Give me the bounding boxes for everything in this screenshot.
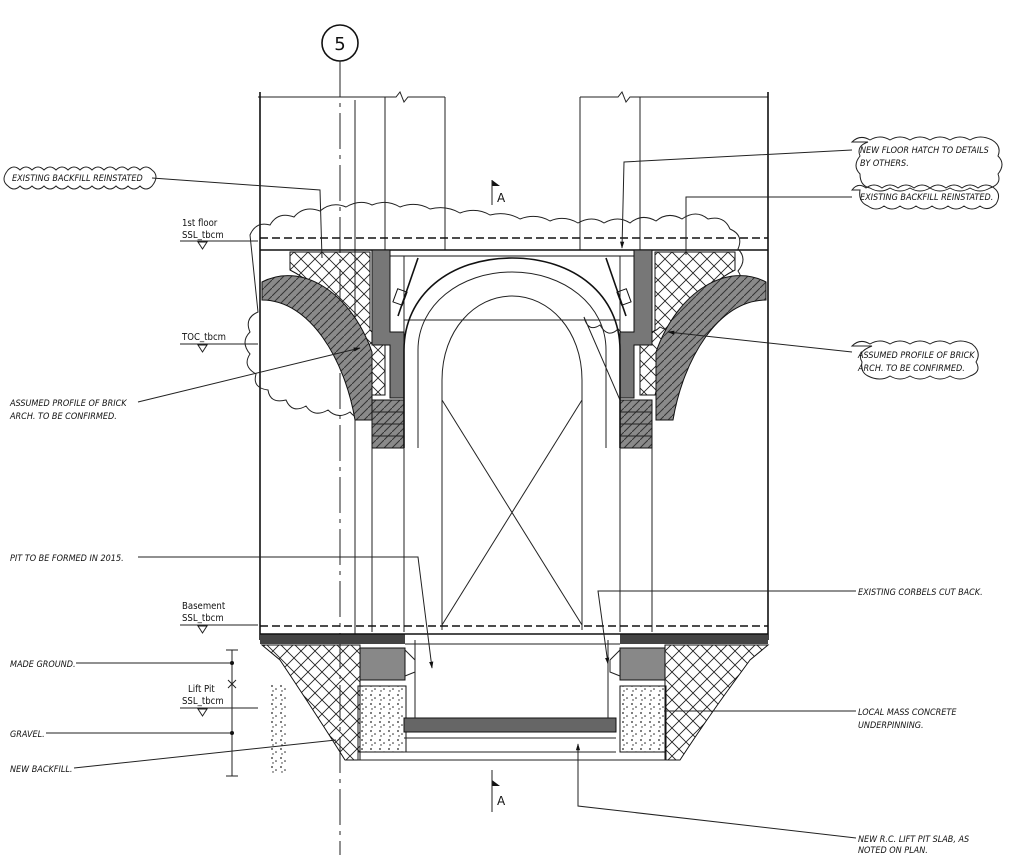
svg-text:BY OTHERS.: BY OTHERS.: [860, 159, 909, 169]
svg-text:ARCH. TO BE CONFIRMED.: ARCH. TO BE CONFIRMED.: [857, 364, 965, 374]
svg-text:SSL_tbcm: SSL_tbcm: [182, 230, 224, 241]
lift-pit-slab: [357, 640, 667, 761]
svg-text:A: A: [497, 794, 506, 808]
brick-arch-right: [655, 275, 767, 421]
basement-slab: [260, 625, 768, 645]
note-existing-backfill-left: EXISTING BACKFILL REINSTATED: [3, 166, 323, 259]
note-existing-backfill-right: EXISTING BACKFILL REINSTATED.: [685, 184, 1000, 255]
first-floor-slab: [260, 237, 768, 251]
section-mark-bottom: A: [491, 770, 506, 812]
made-ground-left: [260, 644, 361, 761]
svg-text:ARCH. TO BE CONFIRMED.: ARCH. TO BE CONFIRMED.: [9, 412, 117, 422]
new-lift-walls: [371, 249, 653, 399]
note-existing-corbels: EXISTING CORBELS CUT BACK.: [597, 588, 983, 665]
arch-opening: [371, 257, 653, 632]
level-basement: Basement SSL_tbcm: [180, 601, 258, 634]
level-first-floor: 1st floor SSL_tbcm: [180, 218, 258, 250]
note-pit-formed: PIT TO BE FORMED IN 2015.: [10, 554, 434, 669]
svg-text:SSL_tbcm: SSL_tbcm: [182, 696, 224, 707]
svg-text:NEW BACKFILL.: NEW BACKFILL.: [10, 765, 72, 775]
note-floor-hatch: NEW FLOOR HATCH TO DETAILS BY OTHERS.: [620, 136, 1003, 249]
svg-text:ASSUMED PROFILE OF BRICK: ASSUMED PROFILE OF BRICK: [857, 351, 975, 361]
outer-walls: [259, 92, 769, 640]
grid-label: 5: [334, 34, 345, 55]
svg-text:NOTED ON PLAN.: NOTED ON PLAN.: [858, 846, 928, 855]
svg-text:Lift Pit: Lift Pit: [188, 684, 215, 695]
level-lift-pit: Lift Pit SSL_tbcm: [180, 684, 258, 717]
section-mark-top: A: [491, 180, 506, 205]
note-local-mass-concrete: LOCAL MASS CONCRETE UNDERPINNING.: [664, 708, 957, 731]
svg-text:MADE GROUND.: MADE GROUND.: [10, 660, 76, 670]
svg-text:TOC_tbcm: TOC_tbcm: [181, 332, 226, 343]
svg-text:NEW R.C. LIFT PIT SLAB, AS: NEW R.C. LIFT PIT SLAB, AS: [858, 835, 969, 845]
svg-text:GRAVEL.: GRAVEL.: [10, 730, 45, 740]
svg-text:EXISTING BACKFILL REINSTATED.: EXISTING BACKFILL REINSTATED.: [860, 193, 993, 203]
note-assumed-profile-right: ASSUMED PROFILE OF BRICK ARCH. TO BE CON…: [667, 330, 979, 380]
svg-text:EXISTING CORBELS CUT BACK.: EXISTING CORBELS CUT BACK.: [858, 588, 983, 598]
svg-text:EXISTING BACKFILL REINSTATED: EXISTING BACKFILL REINSTATED: [12, 174, 143, 184]
svg-text:UNDERPINNING.: UNDERPINNING.: [858, 721, 924, 731]
corbels: [359, 647, 666, 681]
note-lift-pit-slab: NEW R.C. LIFT PIT SLAB, AS NOTED ON PLAN…: [575, 743, 969, 855]
svg-text:LOCAL MASS CONCRETE: LOCAL MASS CONCRETE: [858, 708, 957, 718]
svg-text:SSL_tbcm: SSL_tbcm: [182, 613, 224, 624]
made-ground-right: [664, 644, 770, 761]
brick-courses: [371, 399, 653, 449]
mass-concrete-underpinning: [268, 684, 667, 774]
note-new-backfill: NEW BACKFILL.: [10, 739, 337, 775]
pit-depth-dimension: [226, 649, 238, 777]
floor-hatch: [389, 249, 635, 330]
svg-text:1st floor: 1st floor: [182, 218, 218, 229]
svg-text:NEW FLOOR HATCH TO DETAILS: NEW FLOOR HATCH TO DETAILS: [860, 146, 989, 156]
note-gravel: GRAVEL.: [10, 730, 234, 740]
note-made-ground: MADE GROUND.: [10, 660, 234, 670]
note-assumed-profile-left: ASSUMED PROFILE OF BRICK ARCH. TO BE CON…: [9, 347, 361, 422]
svg-text:ASSUMED PROFILE OF BRICK: ASSUMED PROFILE OF BRICK: [9, 399, 127, 409]
svg-text:PIT TO BE FORMED IN 2015.: PIT TO BE FORMED IN 2015.: [10, 554, 124, 564]
top-dimension-lines: [258, 91, 768, 250]
svg-text:Basement: Basement: [182, 601, 226, 612]
svg-text:A: A: [497, 191, 506, 205]
level-toc: TOC_tbcm: [180, 332, 258, 353]
brick-arch-left: [261, 275, 373, 421]
